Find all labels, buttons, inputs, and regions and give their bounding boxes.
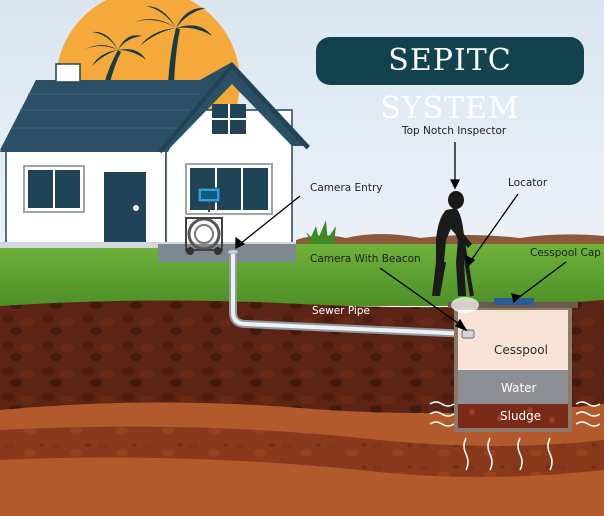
label-cesspool: Cesspool	[494, 343, 548, 357]
label-water: Water	[501, 381, 537, 395]
label-cesspool-cap: Cesspool Cap	[530, 247, 601, 259]
title-banner	[316, 37, 584, 85]
annotation-arrows	[235, 142, 567, 332]
grass-bush	[306, 220, 336, 244]
driveway	[158, 244, 296, 262]
label-top-notch-inspector: Top Notch Inspector	[401, 125, 507, 137]
house	[0, 62, 310, 248]
palm-tree-left	[84, 31, 146, 86]
camera-entry-port	[228, 250, 238, 254]
water-layer	[458, 370, 568, 404]
lawn	[0, 244, 604, 306]
camera-reel	[185, 187, 223, 255]
palm-tree-right	[134, 6, 212, 86]
label-camera-with-beacon: Camera With Beacon	[310, 253, 421, 265]
chimney	[55, 63, 81, 83]
locator-wand	[460, 235, 474, 297]
seepage-lines	[429, 401, 601, 471]
label-locator: Locator	[508, 177, 548, 189]
sludge-layer	[458, 404, 568, 428]
beacon-camera	[451, 297, 479, 339]
label-sludge: Sludge	[500, 409, 541, 423]
front-door	[104, 172, 146, 242]
inspector-figure	[432, 191, 472, 296]
label-camera-entry: Camera Entry	[310, 182, 382, 194]
hedge	[296, 234, 604, 246]
page-title: SEPITC SYSTEM	[380, 43, 520, 126]
label-sewer-pipe: Sewer Pipe	[312, 305, 370, 317]
cesspool-tank	[448, 298, 578, 432]
